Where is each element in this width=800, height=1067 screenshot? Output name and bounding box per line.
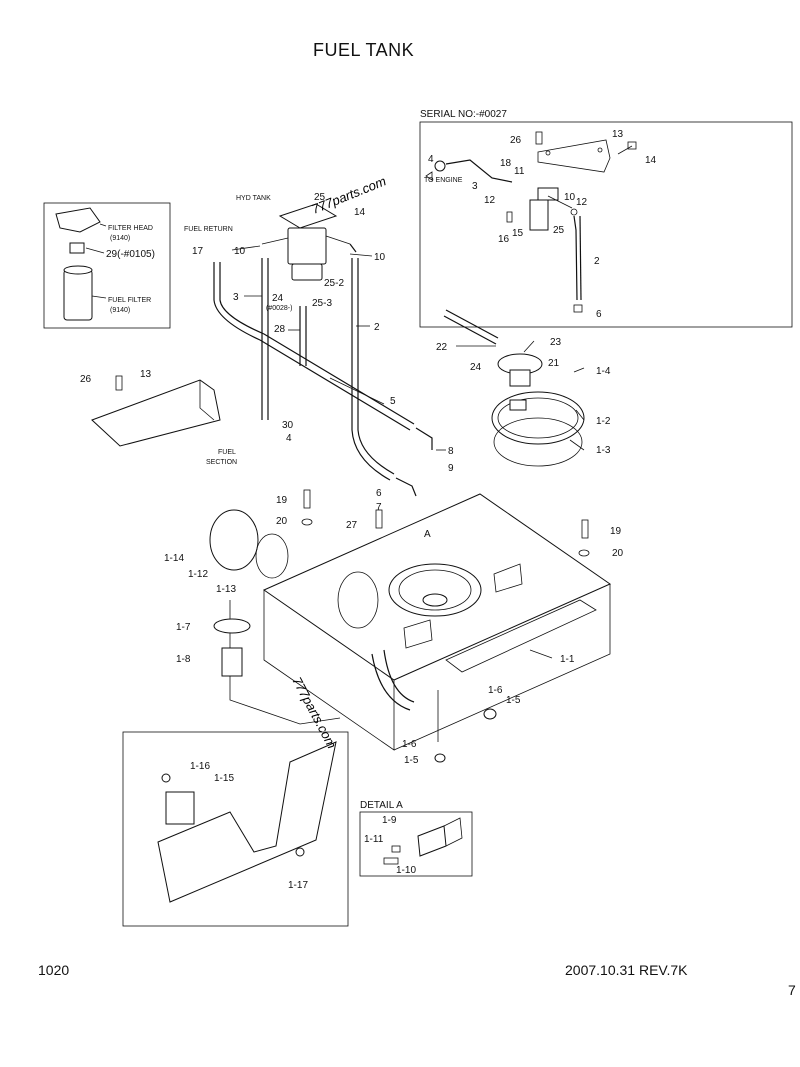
callout: 16 <box>498 234 510 245</box>
callout: 6 <box>596 309 602 320</box>
corner-text: 7 <box>788 982 796 998</box>
callout: 1-6 <box>402 739 417 750</box>
callout: 1-8 <box>176 654 191 665</box>
callout: 25-3 <box>312 298 332 309</box>
callout: 25 <box>314 192 326 203</box>
callout: 7 <box>376 502 382 513</box>
callout: 1-16 <box>190 761 210 772</box>
callout: 23 <box>550 337 562 348</box>
callout: 1-2 <box>596 416 611 427</box>
callout: 28 <box>274 324 286 335</box>
callout: 25-2 <box>324 278 344 289</box>
fuel-section-label: FUEL <box>218 449 236 456</box>
detail-a-label: DETAIL A <box>360 800 403 811</box>
detail-a-box: DETAIL A <box>359 800 473 877</box>
callout: 1-5 <box>506 695 521 706</box>
serial-0028-label: (#0028-) <box>266 305 292 312</box>
callout: 12 <box>576 197 588 208</box>
filter-head-label: FILTER HEAD <box>108 225 153 232</box>
callout: 20 <box>276 516 288 527</box>
a-mark: A <box>424 529 431 540</box>
revision-date: 2007.10.31 REV.7K <box>565 962 688 978</box>
callout: 10 <box>374 252 386 263</box>
callout: 1-7 <box>176 622 191 633</box>
callout: 1-11 <box>364 834 384 845</box>
callout: 1-14 <box>164 553 184 564</box>
callout: 10 <box>234 246 246 257</box>
callout: 6 <box>376 488 382 499</box>
serial-heading: SERIAL NO:-#0027 <box>420 109 507 120</box>
page-number: 1020 <box>38 962 70 978</box>
callout: 1-15 <box>214 773 234 784</box>
callout: 24 <box>272 293 284 304</box>
callout: 19 <box>276 495 288 506</box>
fuel-return-label: FUEL RETURN <box>184 226 233 233</box>
lower-cover-inset <box>122 731 349 927</box>
filter-inset: FILTER HEAD (9140) 29(-#0105) FUEL FILTE… <box>43 202 171 329</box>
main-filter-assembly <box>213 203 433 497</box>
callout: 18 <box>500 158 512 169</box>
callout: 1-6 <box>488 685 503 696</box>
callout: 1-13 <box>216 584 236 595</box>
callout: 5 <box>390 396 396 407</box>
callout: 1-17 <box>288 880 308 891</box>
watermark-2: 777parts.com <box>289 674 339 751</box>
callout: 25 <box>553 225 565 236</box>
filter-head-code: (9140) <box>110 235 130 242</box>
callout: 11 <box>514 166 525 177</box>
callout: 2 <box>594 256 600 267</box>
callout: 20 <box>612 548 624 559</box>
callout: 2 <box>374 322 380 333</box>
callout: 3 <box>233 292 239 303</box>
callout: 1-9 <box>382 815 397 826</box>
to-engine-label: TO ENGINE <box>424 177 463 184</box>
fuel-filter-code: (9140) <box>110 307 130 314</box>
callout: 9 <box>448 463 454 474</box>
callout: 1-12 <box>188 569 208 580</box>
callout: 1-3 <box>596 445 611 456</box>
callout: 1-4 <box>596 366 611 377</box>
callout: 8 <box>448 446 454 457</box>
callout: 1-10 <box>396 865 416 876</box>
callout: 15 <box>512 228 524 239</box>
fuel-filter-label: FUEL FILTER <box>108 297 151 304</box>
callout: 14 <box>354 207 366 218</box>
callout: 14 <box>645 155 657 166</box>
callout: 22 <box>436 342 448 353</box>
callout: 21 <box>548 358 560 369</box>
hyd-tank-label: HYD TANK <box>236 195 271 202</box>
callout: 12 <box>484 195 496 206</box>
callout: 3 <box>472 181 478 192</box>
callout-29: 29(-#0105) <box>106 249 155 260</box>
callout: 10 <box>564 192 576 203</box>
callout: 4 <box>428 154 434 165</box>
callout: 13 <box>612 129 624 140</box>
callout: 13 <box>140 369 152 380</box>
callout: 1-5 <box>404 755 419 766</box>
callout: 19 <box>610 526 622 537</box>
callout: 4 <box>286 433 292 444</box>
page-title: FUEL TANK <box>313 40 415 60</box>
callout: 30 <box>282 420 294 431</box>
callout: 24 <box>470 362 482 373</box>
callout: 1-1 <box>560 654 575 665</box>
fuel-section-label-2: SECTION <box>206 459 237 466</box>
serial-inset: SERIAL NO:-#0027 TO ENGINE 26 13 14 4 18… <box>419 109 793 328</box>
callout: 17 <box>192 246 204 257</box>
callout: 27 <box>346 520 358 531</box>
callout: 26 <box>80 374 92 385</box>
tank-frame <box>229 493 612 751</box>
callout: 26 <box>510 135 522 146</box>
